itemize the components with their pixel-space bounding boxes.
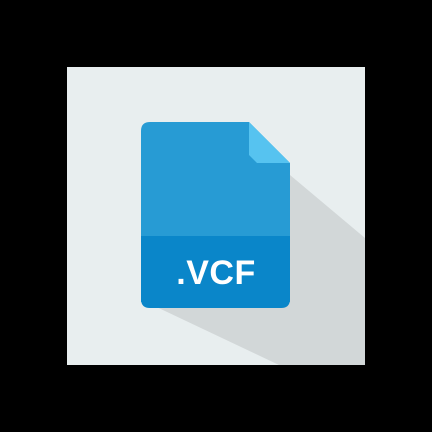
folded-corner bbox=[249, 122, 290, 163]
icon-card: .VCF bbox=[67, 67, 365, 365]
file-shadow bbox=[146, 175, 365, 365]
vcf-file-icon bbox=[141, 122, 365, 365]
file-extension-label: .VCF bbox=[176, 254, 256, 292]
file-footer-band bbox=[141, 236, 290, 308]
